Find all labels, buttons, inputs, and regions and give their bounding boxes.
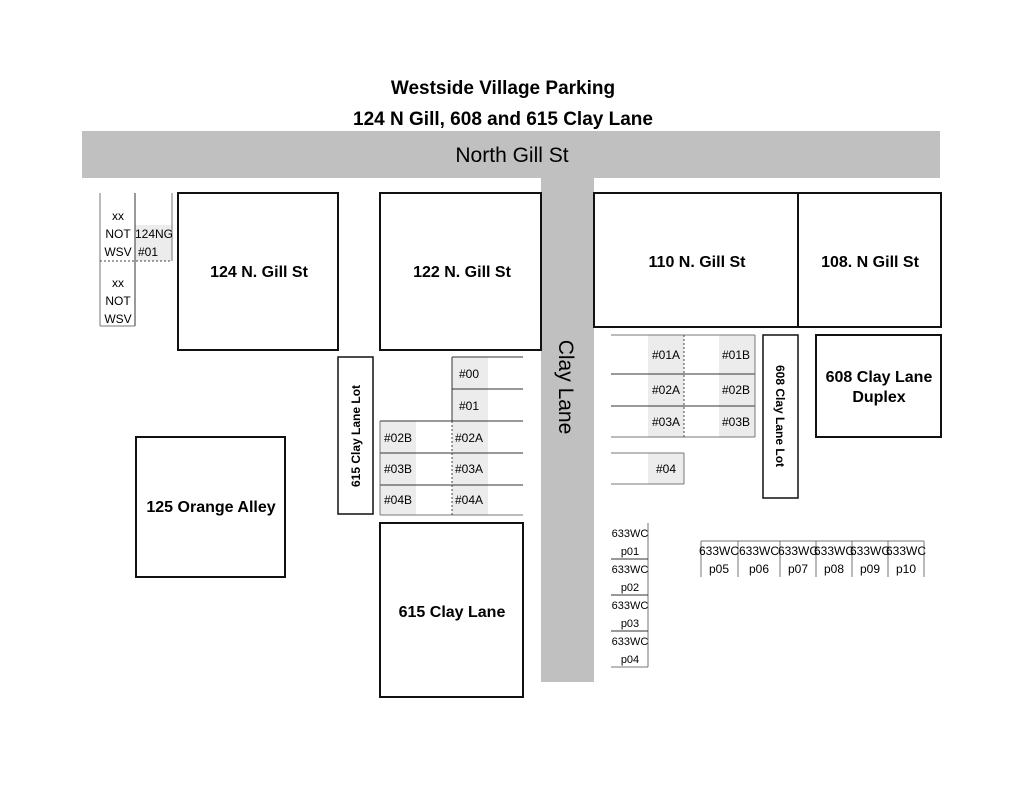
space-615-02b: #02B [384,431,412,445]
duplex-label-1: 608 Clay Lane [826,369,933,386]
space-608-02b: #02B [722,383,750,397]
map-title: Westside Village Parking [391,78,615,99]
clay-lane-label: Clay Lane [554,340,577,435]
space-xx-2-line1: xx [112,276,124,290]
space-633wc-p01: p01 [621,546,639,558]
space-xx-1-line1: xx [112,209,124,223]
space-608-01a: #01A [652,348,680,362]
space-615-03b: #03B [384,462,412,476]
space-608-03a: #03A [652,415,680,429]
space-633wc-p03: p03 [621,618,639,630]
space-633wc-p06: p06 [749,562,769,576]
lot-615-label: 615 Clay Lane Lot [349,385,363,487]
wc-row-prefix-4: 633WC [814,544,854,558]
space-633wc-p09: p09 [860,562,880,576]
space-608-01b: #01B [722,348,750,362]
space-xx-1-line2: NOT [105,227,131,241]
building-615-clay-lane [379,522,524,698]
space-615-01: #01 [459,399,479,413]
building-108-n-gill [797,192,942,328]
space-xx-2-line2: NOT [105,294,131,308]
building-110-label: 110 N. Gill St [649,254,747,271]
building-124-label: 124 N. Gill St [210,264,308,281]
north-gill-road [82,131,940,178]
space-615-03a: #03A [455,462,483,476]
lot-608-clay-lane [762,334,799,499]
spaces-608: #01A #01B #02A #02B #03A #03B #04 [611,334,756,485]
spaces-633wc-column: 633WC p01 633WC p02 633WC p03 633WC p04 [611,523,649,668]
space-615-04a: #04A [455,493,483,507]
wc-row-prefix-1: 633WC [699,544,739,558]
building-108-label: 108. N Gill St [821,254,919,271]
map-subtitle: 124 N Gill, 608 and 615 Clay Lane [353,109,653,130]
wc-col-prefix-4: 633WC [612,636,649,648]
space-615-02a: #02A [455,431,483,445]
space-633wc-p08: p08 [824,562,844,576]
building-124-n-gill [177,192,339,351]
space-633wc-p10: p10 [896,562,916,576]
left-spaces: xx NOT WSV xx NOT WSV 124NG #01 [99,193,173,327]
space-xx-1-line3: WSV [104,245,131,259]
building-122-label: 122 N. Gill St [413,264,511,281]
clay-lane-road [541,178,594,682]
wc-row-prefix-3: 633WC [778,544,818,558]
lot-615-clay-lane [337,356,374,515]
space-633wc-p02: p02 [621,582,639,594]
space-615-04b: #04B [384,493,412,507]
space-633wc-p04: p04 [621,654,639,666]
spaces-633wc-row: 633WC 633WC 633WC 633WC 633WC 633WC p05 … [699,540,926,577]
building-608-duplex [815,334,942,438]
space-633wc-p07: p07 [788,562,808,576]
wc-row-prefix-5: 633WC [850,544,890,558]
building-615-label: 615 Clay Lane [399,604,506,621]
building-125-orange-alley [135,436,286,578]
orange-alley-label: 125 Orange Alley [146,499,275,516]
space-608-04: #04 [656,462,676,476]
lot-608-label: 608 Clay Lane Lot [773,365,787,467]
space-608-03b: #03B [722,415,750,429]
space-xx-2-line3: WSV [104,312,131,326]
wc-col-prefix-2: 633WC [612,564,649,576]
wc-col-prefix-3: 633WC [612,600,649,612]
north-gill-label: North Gill St [455,144,568,167]
space-615-00: #00 [459,367,479,381]
spaces-615: #00 #01 #02A #02B #03A #03B #04A #04B [379,356,523,516]
space-633wc-p05: p05 [709,562,729,576]
space-608-02a: #02A [652,383,680,397]
wc-row-prefix-2: 633WC [739,544,779,558]
duplex-label-2: Duplex [852,389,905,406]
wc-col-prefix-1: 633WC [612,528,649,540]
space-124ng-line2: #01 [138,245,158,259]
space-124ng-line1: 124NG [135,227,173,241]
building-122-n-gill [379,192,542,351]
wc-row-prefix-6: 633WC [886,544,926,558]
